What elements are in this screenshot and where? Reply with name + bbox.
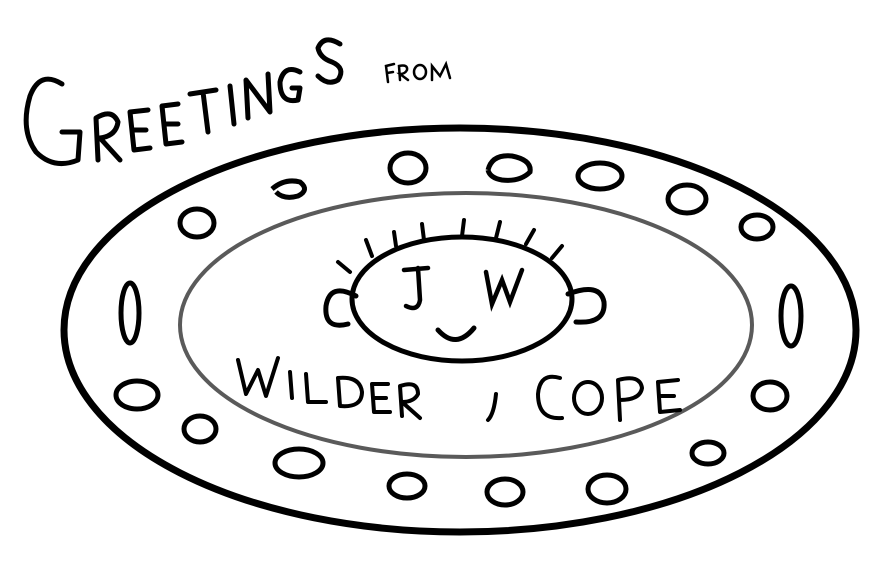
inner-ring: [178, 191, 754, 459]
town-lettering: [236, 356, 682, 422]
initials-lettering: [401, 265, 525, 312]
bead: [386, 471, 428, 501]
bead: [113, 378, 161, 412]
bead-ring: [113, 150, 804, 508]
face-ear-left: [323, 288, 359, 328]
bead: [575, 160, 625, 192]
greetings-lettering: [23, 37, 344, 167]
bead: [181, 413, 219, 445]
face-ear-right: [565, 287, 607, 325]
bead: [387, 150, 429, 186]
bead: [270, 178, 307, 200]
bead: [689, 439, 727, 467]
bead: [485, 153, 533, 183]
bead: [177, 206, 217, 240]
bead: [665, 182, 709, 216]
bead: [484, 476, 526, 508]
bead: [118, 280, 142, 346]
outer-ring: [60, 124, 860, 536]
bead: [738, 212, 776, 242]
bead: [750, 379, 790, 413]
from-lettering: [384, 60, 452, 84]
face-head: [349, 234, 575, 364]
face-smile: [435, 325, 477, 342]
bead: [778, 283, 804, 349]
face-drawing: [323, 218, 607, 364]
bead: [585, 472, 629, 506]
face-hair: [336, 218, 564, 274]
bead: [272, 446, 326, 480]
